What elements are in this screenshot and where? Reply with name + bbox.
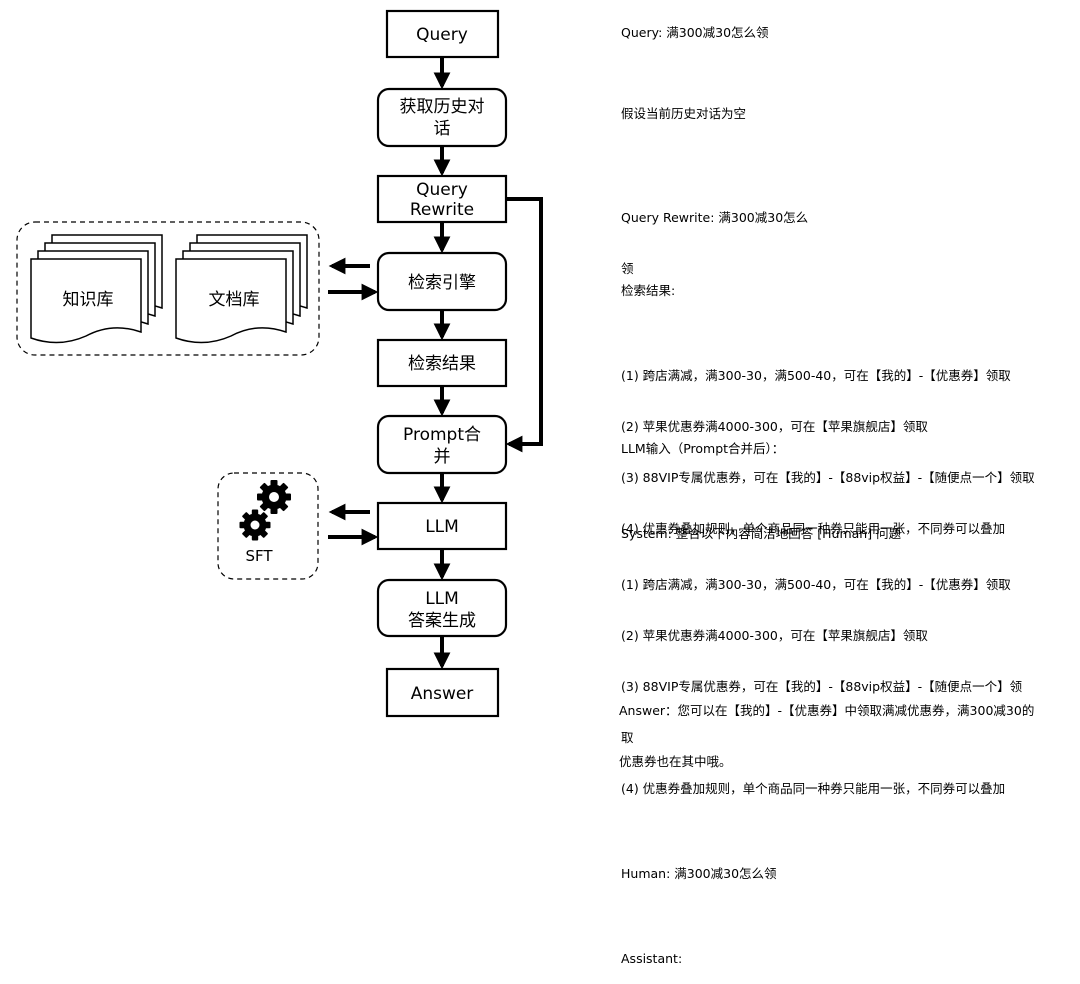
history-node-label: 获取历史对	[400, 97, 485, 117]
note-llm-line: (3) 88VIP专属优惠券，可在【我的】-【88vip权益】-【随便点一个】领	[621, 679, 1023, 694]
note-llm-line: LLM输入（Prompt合并后）：	[621, 441, 785, 456]
note-answer: Answer：您可以在【我的】-【优惠券】中领取满减优惠券，满300减30的 优…	[619, 668, 1034, 787]
query-node-label: Query	[416, 25, 468, 45]
search-engine-node-label: 检索引擎	[408, 273, 476, 293]
generate-node: LLM 答案生成	[376, 578, 508, 638]
doc-base-label: 文档库	[209, 290, 260, 310]
note-query: Query: 满300减30怎么领	[621, 25, 769, 40]
prompt-merge-node-label-2: 并	[434, 447, 451, 467]
search-engine-node: 检索引擎	[376, 251, 508, 312]
arrow-rewrite-to-prompt	[505, 197, 543, 453]
note-llm-line: (2) 苹果优惠券满4000-300，可在【苹果旗舰店】领取	[621, 628, 928, 643]
llm-node-label: LLM	[425, 517, 459, 537]
knowledge-base-label: 知识库	[63, 290, 114, 310]
results-node-label: 检索结果	[408, 354, 476, 374]
llm-node: LLM	[376, 501, 508, 551]
knowledge-base-document-icon	[30, 234, 163, 344]
sft-label: SFT	[245, 547, 273, 565]
note-search-line: (3) 88VIP专属优惠券，可在【我的】-【88vip权益】-【随便点一个】领…	[621, 470, 1035, 485]
generate-node-label: LLM	[425, 589, 459, 609]
note-search-line: 检索结果:	[621, 283, 676, 298]
rewrite-node-label: Query	[416, 180, 468, 200]
note-answer-line: 优惠券也在其中哦。	[619, 754, 732, 769]
note-rewrite-line: 领	[621, 261, 634, 276]
prompt-merge-node: Prompt合 并	[376, 414, 508, 475]
rewrite-node: Query Rewrite	[376, 174, 508, 224]
sft-group: SFT	[217, 472, 319, 580]
note-llm-line: (1) 跨店满减，满300-30，满500-40，可在【我的】-【优惠券】领取	[621, 577, 1011, 592]
note-search-line: (2) 苹果优惠券满4000-300，可在【苹果旗舰店】领取	[621, 419, 928, 434]
history-node-label-2: 话	[434, 119, 451, 139]
knowledge-group: 知识库 文档库	[16, 221, 320, 356]
answer-node-label: Answer	[411, 684, 474, 704]
note-llm-line: Human: 满300减30怎么领	[621, 866, 777, 881]
gear-icon-small	[239, 509, 271, 541]
note-llm-line: System: 整合以下内容简洁地回答 [Human] 问题	[621, 526, 902, 541]
note-search-line: (1) 跨店满减，满300-30，满500-40，可在【我的】-【优惠券】领取	[621, 368, 1011, 383]
note-answer-line: Answer：您可以在【我的】-【优惠券】中领取满减优惠券，满300减30的	[619, 703, 1035, 718]
note-rewrite-line: Query Rewrite: 满300减30怎么	[621, 210, 809, 225]
results-node: 检索结果	[376, 338, 508, 388]
generate-node-label-2: 答案生成	[408, 611, 476, 631]
note-search-line: (4) 优惠券叠加规则，单个商品同一种券只能用一张，不同券可以叠加	[621, 521, 1006, 536]
doc-base-document-icon	[175, 234, 308, 344]
rewrite-node-label-2: Rewrite	[410, 200, 474, 220]
prompt-merge-node-label: Prompt合	[403, 425, 481, 445]
answer-node: Answer	[385, 667, 500, 718]
flowchart: Query 获取历史对 话 Query Rewrite 检索引擎 检索结果 Pr…	[16, 9, 543, 718]
note-history: 假设当前历史对话为空	[621, 106, 747, 121]
query-node: Query	[385, 9, 500, 59]
note-search-results: 检索结果: (1) 跨店满减，满300-30，满500-40，可在【我的】-【优…	[621, 248, 1035, 554]
note-rewrite: Query Rewrite: 满300减30怎么 领	[621, 175, 808, 294]
note-llm-line: Assistant:	[621, 951, 683, 966]
history-node: 获取历史对 话	[376, 87, 508, 148]
gear-icon	[257, 480, 291, 514]
